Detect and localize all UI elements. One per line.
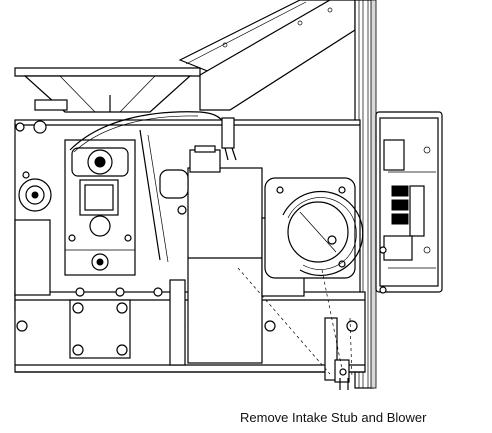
wire-harness bbox=[69, 111, 237, 161]
fasteners bbox=[22, 171, 387, 390]
callout-label: Remove Intake Stub and Blower bbox=[240, 410, 427, 425]
auger-motor-assembly bbox=[14, 129, 169, 297]
hopper-chute bbox=[178, 0, 356, 111]
hopper-funnel bbox=[14, 67, 201, 113]
control-panel bbox=[375, 111, 443, 293]
combustion-blower bbox=[264, 177, 364, 279]
callout-leaders bbox=[237, 267, 353, 379]
